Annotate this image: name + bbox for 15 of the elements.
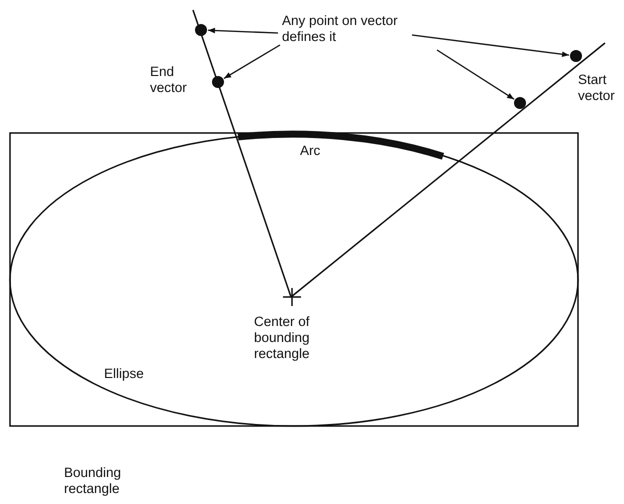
point-dot [514, 97, 526, 109]
point-label: Center of bounding rectangle [254, 314, 311, 362]
rectangle-label: Bounding rectangle [64, 465, 122, 497]
point-dot [212, 76, 224, 88]
point-dot [195, 24, 207, 36]
callout-text: Any point on vector defines it [282, 13, 408, 45]
arrow [436, 49, 514, 100]
point-dot [570, 50, 582, 62]
arrow [412, 34, 570, 57]
arc-label: Arc [300, 143, 322, 159]
ellipse-label: Ellipse [104, 366, 145, 382]
vector-label: Start vector [578, 72, 616, 104]
vector-label: End vector [150, 64, 188, 96]
arrow [224, 44, 280, 79]
arrow [208, 28, 278, 34]
